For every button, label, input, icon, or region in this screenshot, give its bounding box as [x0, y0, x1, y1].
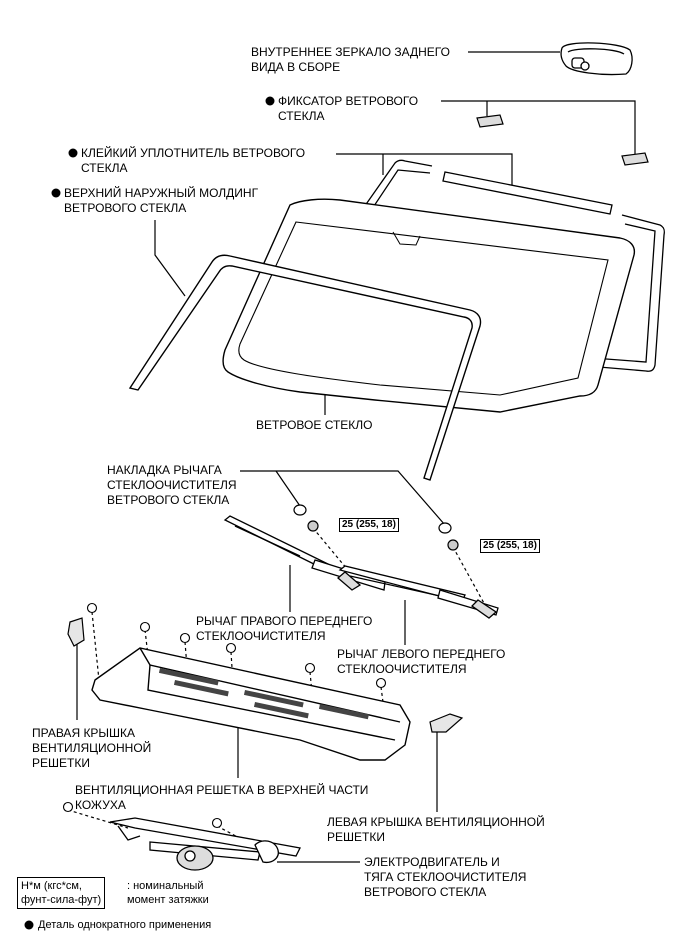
label-retainer: ФИКСАТОР ВЕТРОВОГО СТЕКЛА: [278, 94, 419, 123]
label-windshield: ВЕТРОВОЕ СТЕКЛО: [256, 418, 373, 432]
cowl-top-louver: [91, 647, 411, 761]
left-front-wiper-arm: [338, 565, 499, 619]
label-motor-link: ЭЛЕКТРОДВИГАТЕЛЬ И ТЯГА СТЕКЛООЧИСТИТЕЛЯ…: [364, 855, 527, 899]
bullet-legend: [24, 920, 34, 930]
right-vent-cover: [67, 617, 85, 647]
wiper-motor-and-link: [109, 817, 301, 871]
bullet-retainer: [265, 96, 275, 106]
legend-non-reusable: Деталь однократного применения: [38, 919, 212, 931]
label-left-arm: РЫЧАГ ЛЕВОГО ПЕРЕДНЕГО СТЕКЛООЧИСТИТЕЛЯ: [337, 647, 506, 676]
label-left-vent-cover: ЛЕВАЯ КРЫШКА ВЕНТИЛЯЦИОННОЙ РЕШЕТКИ: [327, 815, 545, 844]
leader-arm-cover-left: [275, 470, 301, 507]
label-right-arm: РЫЧАГ ПРАВОГО ПЕРЕДНЕГО СТЕКЛООЧИСТИТЕЛЯ: [196, 614, 373, 643]
leader-arm-cover-right: [240, 470, 446, 526]
legend-torque-unit-box: Н*м (кгс*см, фунт-сила-фут): [17, 877, 106, 909]
label-adhesive-dam: КЛЕЙКИЙ УПЛОТНИТЕЛЬ ВЕТРОВОГО СТЕКЛА: [81, 146, 306, 175]
bullet-adhesive: [68, 148, 78, 158]
wiper-arm-covers: [293, 504, 452, 534]
rear-view-mirror: [560, 42, 633, 76]
cowl-screws: [62, 602, 387, 829]
wiper-nuts: [307, 520, 459, 551]
right-front-wiper-arm: [223, 515, 386, 591]
label-mirror: ВНУТРЕННЕЕ ЗЕРКАЛО ЗАДНЕГО ВИДА В СБОРЕ: [251, 45, 450, 74]
upper-outside-molding: [128, 254, 482, 481]
left-vent-cover: [429, 713, 464, 733]
label-upper-molding: ВЕРХНИЙ НАРУЖНЫЙ МОЛДИНГ ВЕТРОВОГО СТЕКЛ…: [64, 186, 259, 215]
torque-left-nut: 25 (255, 18): [480, 539, 540, 553]
leader-retainer-right: [441, 100, 636, 155]
torque-right-nut: 25 (255, 18): [339, 518, 399, 532]
leader-molding: [154, 220, 186, 297]
bullet-molding: [51, 188, 61, 198]
label-cowl-louver: ВЕНТИЛЯЦИОННАЯ РЕШЕТКА В ВЕРХНЕЙ ЧАСТИ К…: [75, 783, 369, 812]
windshield-retainers: [476, 114, 649, 166]
label-arm-cover: НАКЛАДКА РЫЧАГА СТЕКЛООЧИСТИТЕЛЯ ВЕТРОВО…: [107, 463, 237, 507]
legend-torque-unit-text: : номинальный момент затяжки: [127, 880, 209, 906]
leader-adhesive-right: [336, 153, 513, 185]
label-right-vent-cover: ПРАВАЯ КРЫШКА ВЕНТИЛЯЦИОННОЙ РЕШЕТКИ: [32, 726, 152, 770]
